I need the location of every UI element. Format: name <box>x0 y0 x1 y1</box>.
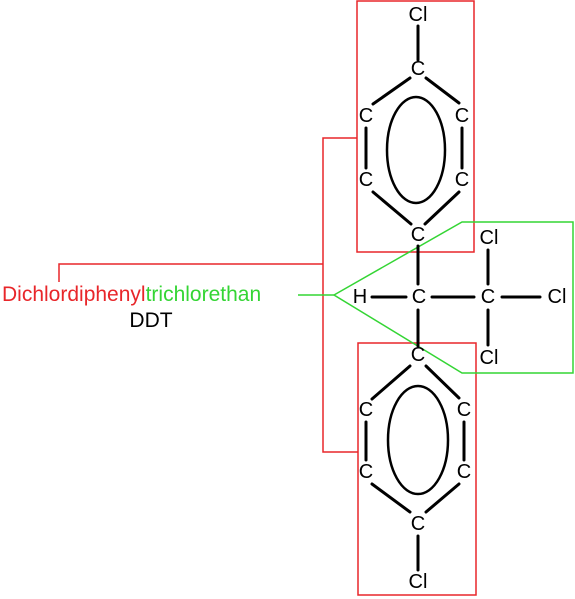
atom-c: C <box>455 105 469 127</box>
atom-cl: Cl <box>548 286 567 308</box>
bond-ring <box>424 482 461 514</box>
bonds <box>364 24 542 572</box>
upper-phenyl-box <box>356 0 475 253</box>
bond-ring <box>423 190 461 226</box>
atom-cl: Cl <box>480 227 499 249</box>
atom-c: C <box>411 58 425 80</box>
atom-c: C <box>481 286 495 308</box>
atom-c: C <box>359 461 373 483</box>
compound-abbreviation: DDT <box>129 309 172 332</box>
atom-c: C <box>359 169 373 191</box>
bond-ring <box>424 364 461 400</box>
atom-c: C <box>457 399 471 421</box>
atom-c: C <box>455 169 469 191</box>
atom-c: C <box>359 399 373 421</box>
atom-c: C <box>411 513 425 535</box>
atom-c: C <box>457 461 471 483</box>
atom-cl: Cl <box>409 4 428 26</box>
atom-c: C <box>411 344 425 366</box>
atom-c: C <box>411 224 425 246</box>
lower-aromatic-ring <box>386 384 450 496</box>
name-part-dichlordiphenyl: Dichlordiphenyl <box>2 283 146 306</box>
atom-labels: Cl C C C C C C H C C Cl Cl Cl C C C C C … <box>353 4 567 593</box>
upper-aromatic-ring <box>385 95 447 205</box>
atom-c: C <box>412 286 426 308</box>
atom-cl: Cl <box>409 571 428 593</box>
atom-c: C <box>359 105 373 127</box>
bond-ring <box>370 364 412 401</box>
trichlorethan-box <box>332 221 574 374</box>
bond-ring <box>424 76 461 105</box>
compound-name: Dichlordiphenyltrichlorethan <box>2 283 261 306</box>
bond-ring <box>371 190 413 226</box>
name-part-trichlorethan: trichlorethan <box>146 283 262 306</box>
atom-h: H <box>353 286 367 308</box>
atom-cl: Cl <box>480 347 499 369</box>
bond-ring <box>370 482 412 514</box>
bond-ring <box>371 76 412 106</box>
